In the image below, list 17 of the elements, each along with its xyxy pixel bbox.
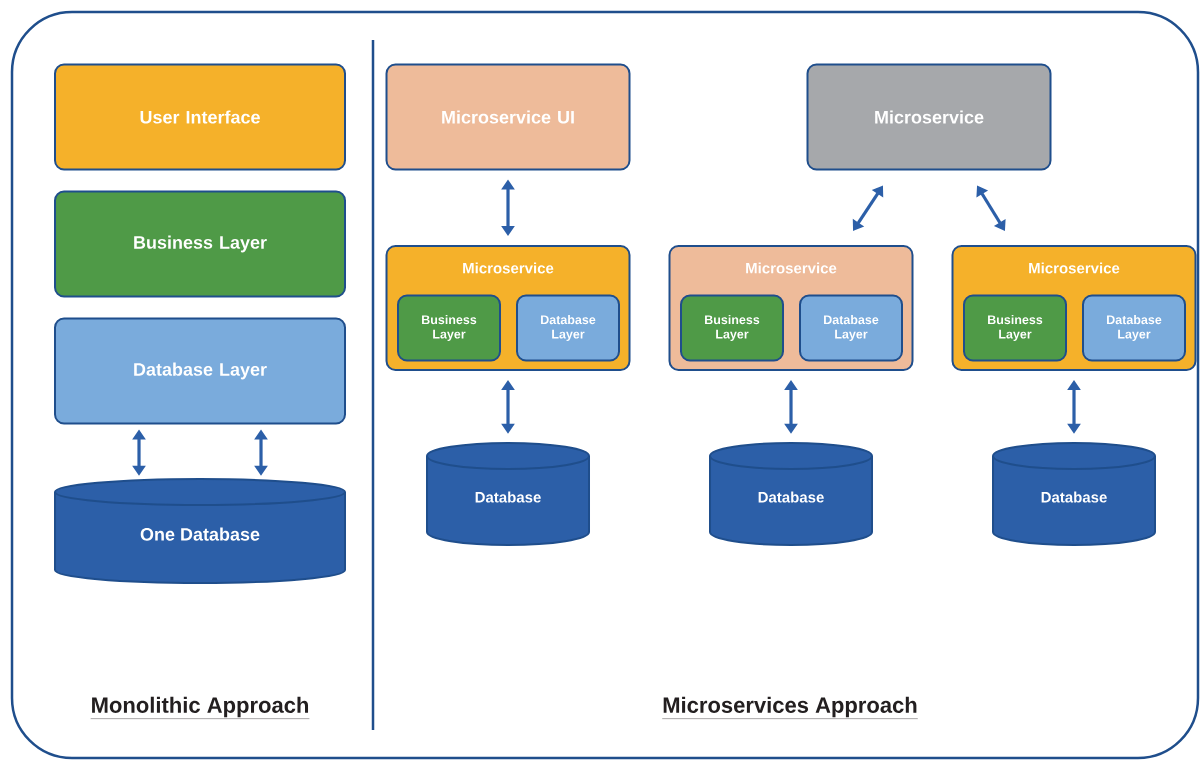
section-title: Monolithic Approach bbox=[90, 696, 310, 719]
database-cylinder: One Database bbox=[54, 478, 346, 584]
layer-box: Database Layer bbox=[799, 294, 903, 362]
layer-box: Business Layer bbox=[963, 294, 1067, 362]
layer-box: Microservice bbox=[806, 63, 1052, 171]
layer-box: Business Layer bbox=[54, 190, 346, 298]
layer-box: Database Layer bbox=[516, 294, 620, 362]
layer-box: Microservice UI bbox=[385, 63, 631, 171]
layer-box: Database Layer bbox=[54, 317, 346, 425]
layer-box: Business Layer bbox=[397, 294, 501, 362]
layer-box: User Interface bbox=[54, 63, 346, 171]
layer-box: Database Layer bbox=[1082, 294, 1186, 362]
database-cylinder: Database bbox=[426, 442, 590, 546]
layer-box: Business Layer bbox=[680, 294, 784, 362]
section-title: Microservices Approach bbox=[662, 696, 918, 719]
database-cylinder: Database bbox=[709, 442, 873, 546]
database-cylinder: Database bbox=[992, 442, 1156, 546]
